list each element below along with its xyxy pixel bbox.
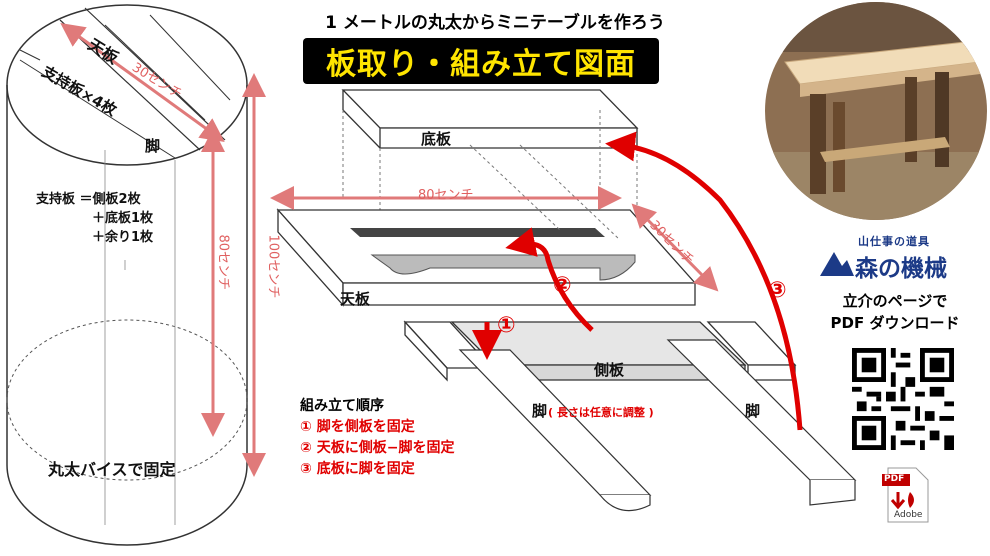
side-board-shape	[403, 320, 857, 512]
log-height-100-label: 100センチ	[265, 234, 281, 299]
step3-arrow	[605, 131, 803, 431]
dim-arrow-30cm-top	[631, 203, 719, 292]
brand-name: 森の機械	[855, 256, 947, 282]
table-photo	[765, 2, 987, 220]
bottom-board-shape	[341, 89, 639, 260]
order-step-2-text: 天板に側板−脚を固定	[316, 440, 455, 456]
left-leg-label: 脚	[532, 402, 548, 420]
log-leg-label: 脚	[145, 137, 161, 155]
brand-tagline: 山仕事の道具	[858, 235, 930, 248]
download-line-2: PDF ダウンロード	[830, 314, 960, 332]
adobe-label: Adobe	[894, 510, 923, 520]
pdf-download-icon[interactable]: PDF Adobe	[880, 466, 932, 524]
length-80-label: 80センチ	[418, 188, 474, 203]
qr-code[interactable]	[852, 348, 954, 450]
order-step-3-text: 底板に脚を固定	[316, 461, 415, 477]
support-note-3: ＋余り1枚	[92, 230, 154, 245]
title-banner: 板取り・組み立て図面	[303, 38, 659, 84]
bottom-board-label: 底板	[421, 130, 452, 148]
left-leg-note: ( 長さは任意に調整 )	[548, 406, 654, 419]
mountain-logo-icon	[820, 252, 854, 276]
pdf-icon-label: PDF	[884, 474, 905, 484]
order-step-2-num: ②	[300, 440, 312, 456]
dim-arrow-30cm	[60, 22, 225, 143]
side-board-label: 側板	[594, 361, 625, 379]
page-subtitle: 1 メートルの丸太からミニテーブルを作ろう	[325, 13, 665, 33]
support-note-2: ＋底板1枚	[92, 211, 154, 226]
top-board-shape	[276, 144, 697, 307]
order-step-3: ③ 底板に脚を固定	[300, 459, 454, 480]
order-title: 組み立て順序	[300, 398, 384, 414]
order-steps: ① 脚を側板を固定 ② 天板に側板−脚を固定 ③ 底板に脚を固定	[300, 417, 454, 480]
order-step-1-text: 脚を側板を固定	[316, 419, 415, 435]
order-step-3-num: ③	[300, 461, 312, 477]
step2-arrow	[505, 227, 594, 332]
right-leg-label: 脚	[745, 402, 761, 420]
step3-marker: ③	[768, 278, 787, 303]
order-step-1: ① 脚を側板を固定	[300, 417, 454, 438]
step2-marker: ②	[553, 273, 572, 298]
order-step-2: ② 天板に側板−脚を固定	[300, 438, 454, 459]
page-title: 板取り・組み立て図面	[326, 47, 636, 82]
download-line-1: 立介のページで	[842, 292, 948, 310]
log-height-80-label: 80センチ	[215, 234, 231, 291]
step1-marker: ①	[497, 313, 516, 338]
top-board-label: 天板	[340, 290, 371, 308]
support-note-1: 支持板 ＝側板2枚	[36, 192, 141, 207]
order-step-1-num: ①	[300, 419, 312, 435]
log-fix-note: 丸太バイスで固定	[48, 460, 176, 479]
